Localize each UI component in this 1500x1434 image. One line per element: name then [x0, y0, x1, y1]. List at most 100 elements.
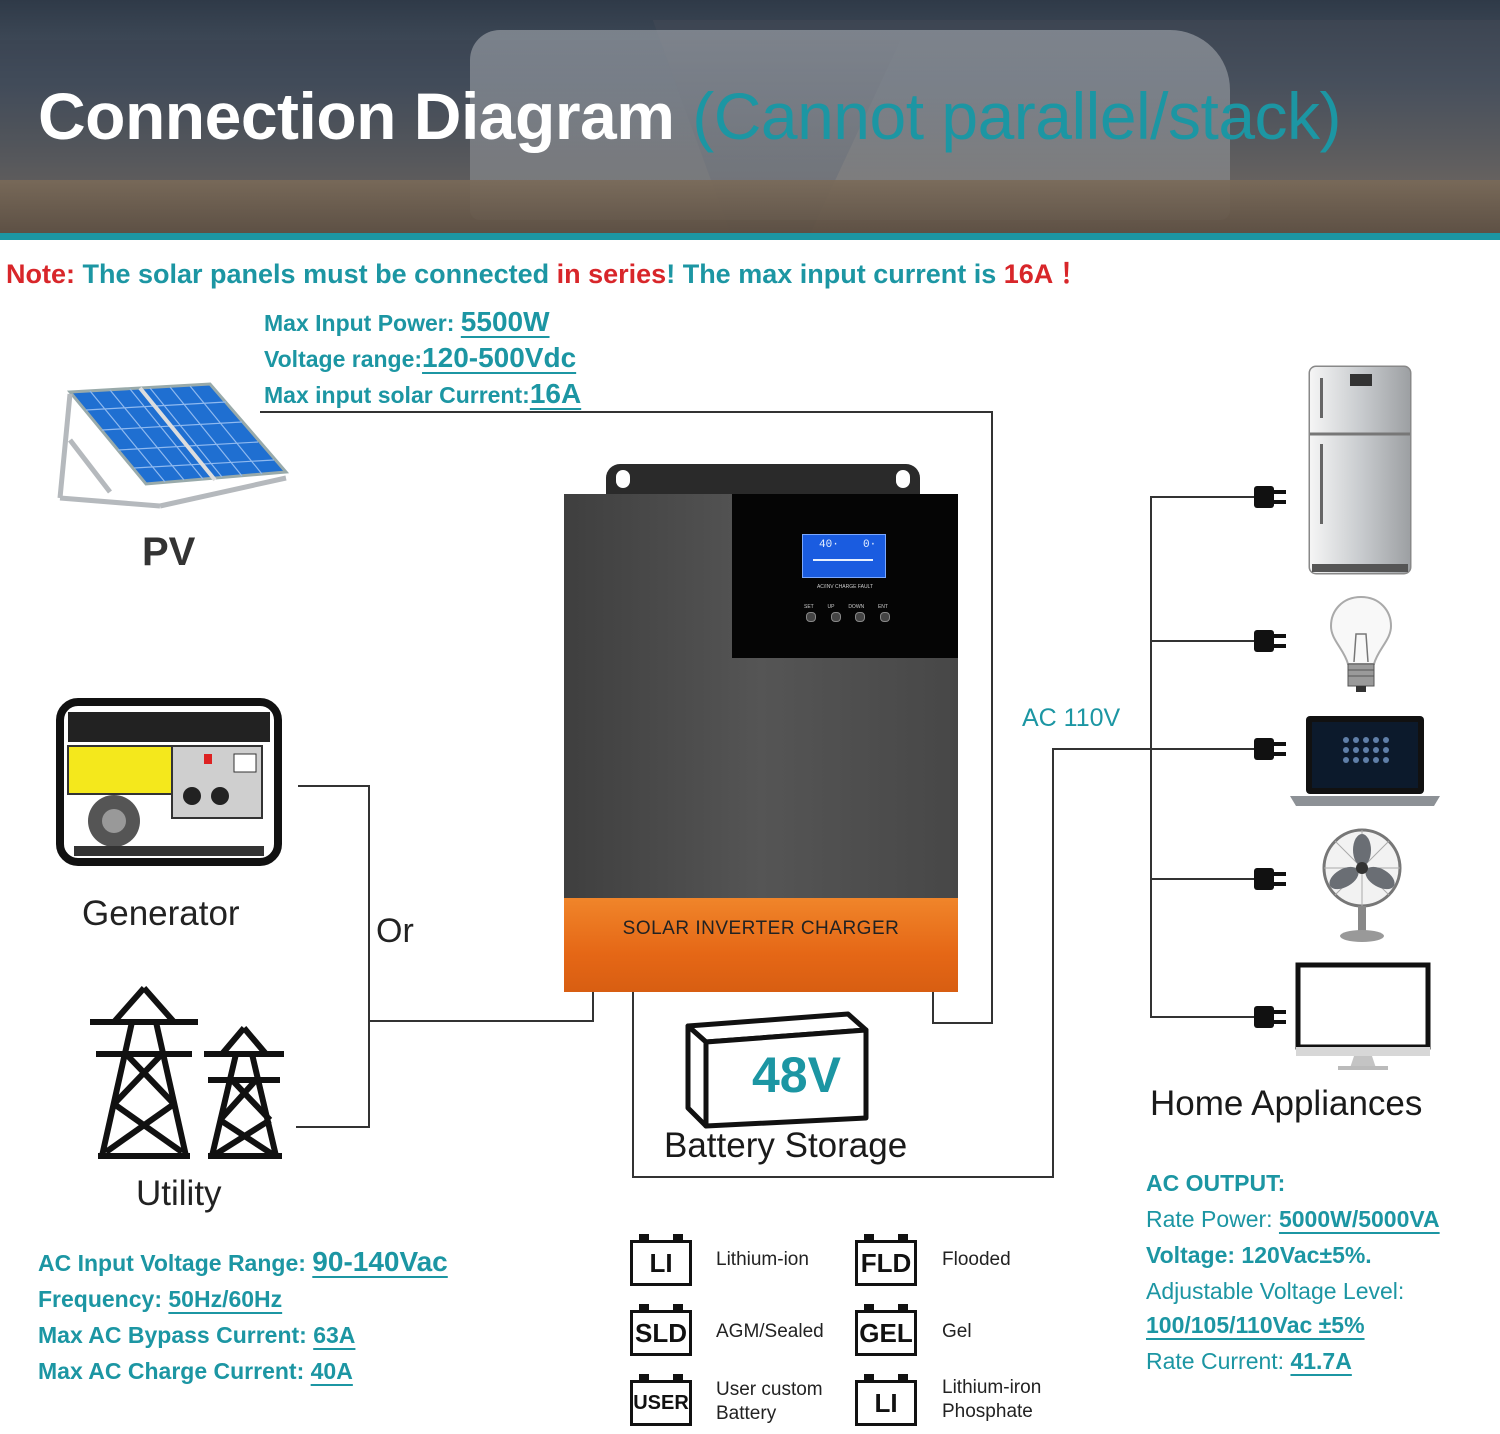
battery-type-icon: USER — [630, 1374, 692, 1426]
plug-icon — [1254, 1006, 1286, 1028]
title-main: Connection Diagram — [38, 79, 675, 153]
ac-output-label: AC 110V — [1022, 704, 1121, 732]
led-label: CHARGE — [835, 584, 857, 590]
note-text: ! The max input current is — [666, 259, 1004, 289]
fan-icon — [1322, 828, 1402, 942]
pv-spec-power: Max Input Power: 5500W — [264, 306, 550, 338]
plug-icon — [1254, 486, 1286, 508]
spec-value: 16A — [529, 378, 582, 409]
spec-label: Max Input Power: — [264, 310, 461, 336]
appliance-wire — [1150, 496, 1254, 498]
battery-type-line: Battery — [716, 1403, 777, 1424]
solar-panel-icon — [57, 382, 290, 509]
utility-tower-icon — [90, 986, 284, 1159]
appliance-wire — [1150, 878, 1254, 880]
spec-label: Rate Power: — [1146, 1206, 1279, 1232]
enter-button[interactable] — [879, 612, 890, 622]
spec-label: Max AC Charge Current: — [38, 1358, 311, 1384]
note-text: The solar panels must be connected — [75, 259, 557, 289]
generator-wire — [298, 785, 370, 787]
button-labels: SET UP DOWN ENT — [804, 604, 888, 610]
mount-hole — [896, 470, 910, 488]
spec-value: 41.7A — [1290, 1348, 1352, 1374]
header-divider — [0, 233, 1500, 240]
output-wire — [1052, 748, 1152, 750]
pv-spec-current: Max input solar Current:16A — [264, 378, 581, 410]
ac-input-wire — [592, 990, 594, 1022]
led-label: AC/INV — [816, 584, 834, 590]
set-button[interactable] — [806, 612, 816, 622]
button-label: ENT — [877, 604, 888, 610]
button-label: UP — [827, 604, 835, 610]
output-bus — [1150, 496, 1152, 1018]
battery-type-line: User custom — [716, 1379, 823, 1400]
led-labels: AC/INV CHARGE FAULT — [810, 584, 880, 590]
or-label: Or — [376, 912, 414, 950]
spec-value: 63A — [313, 1322, 356, 1348]
ac-output-rate-power: Rate Power: 5000W/5000VA — [1146, 1206, 1440, 1233]
spec-label: Max AC Bypass Current: — [38, 1322, 314, 1348]
spec-label: Max input solar Current: — [264, 382, 530, 408]
utility-wire — [296, 1126, 370, 1128]
battery-type-line: Lithium-iron — [942, 1377, 1042, 1398]
note-highlight: 16A — [1003, 259, 1053, 289]
battery-wire — [632, 990, 634, 1178]
pv-spec-voltage: Voltage range:120-500Vdc — [264, 342, 576, 374]
battery-voltage: 48V — [752, 1047, 841, 1103]
pv-wire — [932, 1022, 993, 1024]
battery-type-icon: GEL — [855, 1304, 917, 1356]
output-wire — [1052, 748, 1054, 1178]
battery-type-icon: LI — [855, 1374, 917, 1426]
battery-icon — [685, 1011, 869, 1129]
spec-label: Rate Current: — [1146, 1348, 1291, 1374]
inverter-mount-bracket — [606, 464, 920, 496]
inverter-panel-label: SOLAR INVERTER CHARGER — [622, 918, 900, 939]
spec-label: Frequency: — [38, 1286, 169, 1312]
led-label: FAULT — [857, 584, 874, 590]
appliance-wire — [1150, 640, 1254, 642]
lcd-text: 40· — [819, 539, 839, 551]
pv-wire — [991, 411, 993, 1024]
generator-icon — [56, 698, 282, 866]
down-button[interactable] — [855, 612, 866, 622]
battery-type-name: AGM/Sealed — [716, 1321, 824, 1342]
lcd-graphic — [813, 559, 873, 561]
plug-icon — [1254, 868, 1286, 890]
button-label: SET — [804, 604, 814, 610]
inverter-control-panel: 40· 0· AC/INV CHARGE FAULT SET UP DOWN ENT — [732, 494, 958, 658]
header-banner: Connection Diagram (Cannot parallel/stac… — [0, 0, 1500, 236]
up-button[interactable] — [830, 612, 841, 622]
spec-value: 90-140Vac — [312, 1246, 448, 1277]
lcd-text: 0· — [863, 539, 877, 551]
mount-hole — [616, 470, 630, 488]
ac-output-adjustable-value: 100/105/110Vac ±5% — [1146, 1312, 1365, 1339]
ac-input-frequency: Frequency: 50Hz/60Hz — [38, 1286, 282, 1313]
appliance-wire — [1150, 1016, 1254, 1018]
lcd-display: 40· 0· — [802, 534, 886, 578]
battery-type-line: Phosphate — [942, 1401, 1033, 1422]
pv-wire — [932, 990, 934, 1024]
battery-type-icon: FLD — [855, 1234, 917, 1286]
spec-label: Voltage range: — [264, 346, 423, 372]
button-label: DOWN — [848, 604, 865, 610]
battery-type-name: Flooded — [942, 1249, 1011, 1270]
spec-value: 50Hz/60Hz — [168, 1286, 283, 1312]
appliances-label: Home Appliances — [1150, 1084, 1423, 1123]
ac-input-wire — [368, 1020, 594, 1022]
spec-value: 5000W/5000VA — [1278, 1206, 1440, 1232]
battery-type-name: Lithium-ion — [716, 1249, 809, 1270]
monitor-icon — [1295, 962, 1431, 1070]
ac-input-voltage: AC Input Voltage Range: 90-140Vac — [38, 1246, 448, 1278]
battery-type-icon: SLD — [630, 1304, 692, 1356]
note-line: Note: The solar panels must be connected… — [6, 252, 1087, 291]
note-highlight: in series — [556, 259, 667, 289]
spec-value: 120-500Vdc — [422, 342, 577, 373]
spec-label: AC Input Voltage Range: — [38, 1250, 313, 1276]
output-wire — [632, 1176, 1054, 1178]
appliance-wire — [1150, 748, 1254, 750]
spec-value: 100/105/110Vac ±5% — [1146, 1312, 1365, 1338]
utility-label: Utility — [136, 1174, 222, 1213]
battery-label: Battery Storage — [664, 1126, 908, 1165]
